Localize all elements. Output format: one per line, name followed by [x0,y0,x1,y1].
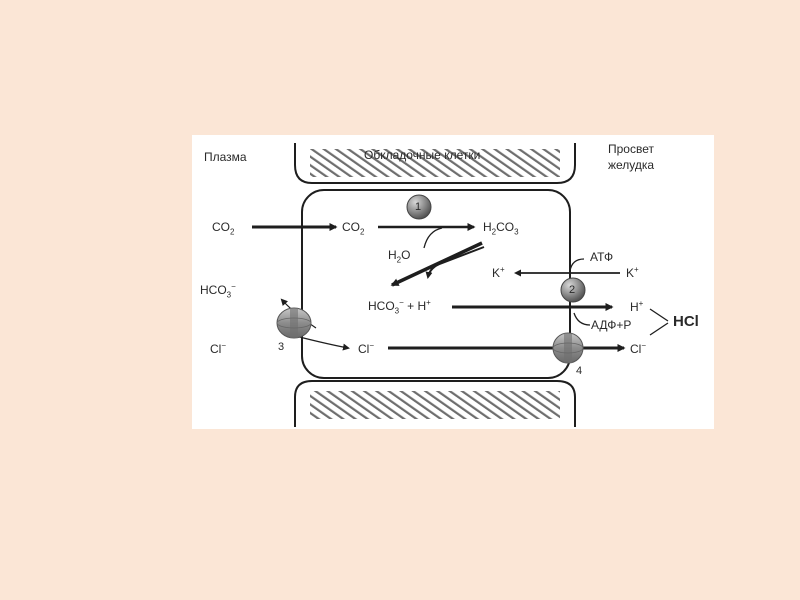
diagram-graphics [192,135,714,429]
cl-plasma-label: Cl− [210,342,226,356]
hcl-bracket [650,309,668,335]
transporter-3 [277,308,311,338]
h2co3-label: H2CO3 [483,220,519,234]
pump-2-number: 2 [569,283,575,297]
h-lumen-label: H+ [630,300,643,314]
h2o-input-curve [424,228,442,248]
hco3-plasma-label: HCO3− [200,283,236,297]
reverse-reaction-arrow [428,247,484,277]
hco3-h-cell-label: HCO3− + H+ [368,299,431,313]
atp-input-curve [570,259,584,271]
transporter-4-number: 4 [576,364,582,378]
adp-output-curve [574,313,590,325]
lumen-label-line2: желудка [608,158,654,172]
enzyme-1-number: 1 [415,200,421,214]
lumen-label-line1: Просвет [608,142,654,156]
cl-lumen-label: Cl− [630,342,646,356]
adp-label: АДФ+Р [591,318,631,332]
parietal-cell-membrane [302,190,570,378]
neighbor-cell-bottom [295,381,575,427]
transporter-4 [553,333,583,363]
k-intracellular-label: K+ [492,266,505,280]
transporter-3-number: 3 [278,340,284,354]
parietal-cell-diagram: Плазма Обкладочные клетки Просвет желудк… [192,135,714,429]
co2-plasma-label: CO2 [212,220,234,234]
parietal-cells-label: Обкладочные клетки [364,148,480,162]
hcl-label: HCl [673,315,699,329]
h2o-label: H2O [388,248,410,262]
atp-label: АТФ [590,250,613,264]
co2-cell-label: CO2 [342,220,364,234]
k-lumen-label: K+ [626,266,639,280]
plasma-label: Плазма [204,150,247,164]
cl-cell-label: Cl− [358,342,374,356]
